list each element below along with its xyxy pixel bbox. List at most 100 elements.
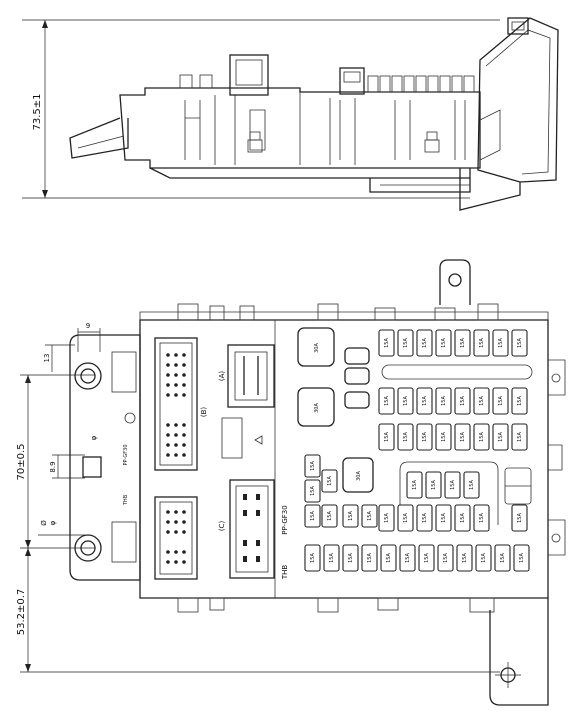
fuse-label: 15A (310, 553, 316, 563)
mini-fuse (416, 387, 433, 415)
fuse-label: 15A (327, 476, 333, 486)
connector-c-label: (C) (218, 521, 226, 532)
mini-fuse (304, 504, 321, 528)
relay-group: 30A 30A 30A (297, 327, 374, 493)
relay-1 (297, 327, 335, 367)
fuse-label: 15A (384, 338, 390, 348)
fuse-label: 15A (460, 396, 466, 406)
dim-circle-dia: Ø (40, 520, 48, 526)
relay-label: 30A (314, 403, 320, 413)
mini-fuse (399, 544, 416, 572)
fuse-label: 15A (517, 396, 523, 406)
fuse-label: 15A (519, 553, 525, 563)
fuse-label: 15A (500, 553, 506, 563)
mini-fuse (378, 504, 395, 532)
mini-fuse (378, 423, 395, 451)
mini-fuse (511, 504, 528, 532)
fuse-label: 15A (367, 511, 373, 521)
fuse-label: 15A (310, 486, 316, 496)
fuse-label: 15A (384, 396, 390, 406)
connector-c-pins (243, 494, 260, 562)
part-code-left: PP-GF30 (123, 444, 129, 465)
fuse-label: 15A (441, 432, 447, 442)
mini-fuse (435, 504, 452, 532)
fuse-label: 15A (481, 553, 487, 563)
fuse-label: 15A (348, 553, 354, 563)
fuse-label: 15A (479, 513, 485, 523)
mini-fuse (304, 454, 321, 478)
fuse-label: 15A (329, 553, 335, 563)
dim-circle-sub: φ (49, 520, 57, 525)
fuse-label: 15A (405, 553, 411, 563)
mini-fuse (492, 387, 509, 415)
connector-b-label: (B) (200, 407, 208, 418)
part-code-mark: PP-GF30 (281, 505, 289, 534)
fuse-label: 15A (517, 338, 523, 348)
fuse-label: 15A (310, 511, 316, 521)
fuse-label: 15A (517, 432, 523, 442)
mini-fuse (418, 544, 435, 572)
mini-fuse (475, 544, 492, 572)
fuse-label: 15A (460, 338, 466, 348)
fuse-label: 15A (327, 511, 333, 521)
mini-fuse (378, 329, 395, 357)
mini-fuse (454, 329, 471, 357)
mini-fuse (397, 504, 414, 532)
fuse-label: 15A (469, 480, 475, 490)
mini-fuse (437, 544, 454, 572)
mini-fuse (361, 544, 378, 572)
mini-fuse (435, 423, 452, 451)
connector-d-pins (166, 510, 186, 564)
maker-mark: THB (281, 565, 289, 581)
fuse-label: 15A (462, 553, 468, 563)
fuse-label: 15A (310, 461, 316, 471)
fuse-label: 15A (431, 480, 437, 490)
fuse-label: 15A (386, 553, 392, 563)
fuse-label: 15A (517, 513, 523, 523)
top-view: 70±0.5 53.2±0.7 9 13 φ 8.9 Ø φ THB PP-GF… (16, 259, 566, 706)
mini-fuse (473, 423, 490, 451)
fuse-grid: 15A 15A 15A 15A 15A 15A 15A 15A 15A 15A 15A 15A 15A… (304, 329, 530, 572)
mini-fuse (380, 544, 397, 572)
fuse-label: 15A (460, 513, 466, 523)
mini-fuse (342, 544, 359, 572)
mini-fuse (397, 423, 414, 451)
mini-fuse (361, 504, 378, 528)
mini-fuse (454, 504, 471, 532)
mini-fuse (473, 504, 490, 532)
fuse-label: 15A (479, 338, 485, 348)
mini-fuse (342, 504, 359, 528)
mini-fuse (511, 423, 528, 451)
dim-side-height: 73.5±1 (32, 93, 43, 130)
mini-fuse (304, 479, 321, 503)
fuse-label: 15A (384, 513, 390, 523)
mini-fuse (416, 329, 433, 357)
mini-fuse (321, 469, 338, 493)
mini-fuse (473, 387, 490, 415)
fuse-label: 15A (422, 513, 428, 523)
fuse-label: 15A (450, 480, 456, 490)
mini-fuse (435, 387, 452, 415)
relay-2 (297, 387, 335, 427)
mini-fuse (454, 423, 471, 451)
fuse-label: 15A (348, 511, 354, 521)
fuse-label: 15A (424, 553, 430, 563)
fuse-label: 15A (384, 432, 390, 442)
fuse-label: 15A (441, 396, 447, 406)
mini-fuse (321, 504, 338, 528)
mini-fuse (397, 387, 414, 415)
fuse-label: 15A (498, 396, 504, 406)
mini-fuse (378, 387, 395, 415)
mini-fuse (473, 329, 490, 357)
fuse-label: 15A (460, 432, 466, 442)
relay-3 (342, 457, 374, 493)
mini-fuse (416, 423, 433, 451)
fuse-label: 15A (403, 338, 409, 348)
relay-label: 30A (356, 471, 362, 481)
fuse-label: 15A (498, 338, 504, 348)
fuse-label: 15A (443, 553, 449, 563)
